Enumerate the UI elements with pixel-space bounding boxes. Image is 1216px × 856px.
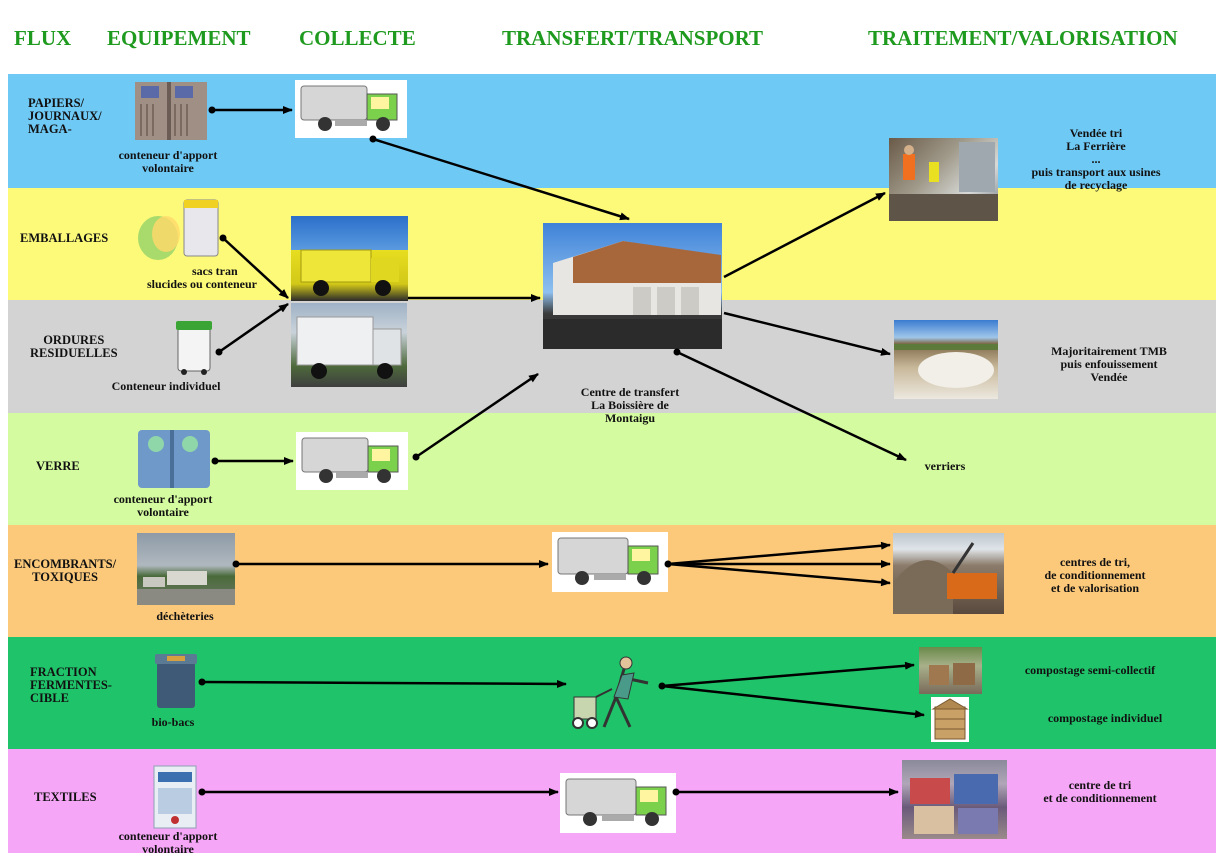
- arrow-fraction-to-semi-collectif: [661, 661, 915, 688]
- flux-label-verre: VERRE: [36, 459, 80, 473]
- sorting-centre-photo: [889, 138, 998, 221]
- header-collecte: COLLECTE: [299, 26, 416, 50]
- traitement-compost-semi-collectif: compostage semi-collectif: [1024, 663, 1156, 677]
- band-papiers: [8, 74, 1216, 188]
- arrow-fraction-to-individuel: [661, 684, 925, 718]
- white-truck-photo: [291, 303, 407, 387]
- flux-label-emballages: EMBALLAGES: [20, 231, 109, 245]
- collection-truck-icon-verre: [296, 432, 408, 490]
- landfill-photo: [894, 320, 998, 399]
- semi-collective-compost-photo: [919, 647, 982, 694]
- arrow-centre-to-verriers: [676, 350, 907, 462]
- recovery-plant-photo: [893, 533, 1004, 614]
- person-trolley-icon: [564, 653, 658, 731]
- band-fraction: [8, 637, 1216, 749]
- collection-truck-icon-encombrants: [552, 532, 668, 592]
- individual-bin-image: [172, 317, 216, 375]
- individual-composter-image: [931, 697, 969, 742]
- arrow-ordures-to-truck: [218, 302, 289, 354]
- arrow-centre-to-landfill: [723, 311, 891, 356]
- recycling-bags-bin-image: [136, 196, 226, 262]
- flux-label-textiles: TEXTILES: [34, 790, 97, 804]
- arrow-emballages-to-truck: [222, 237, 289, 299]
- traitement-compost-individuel: compostage individuel: [1047, 711, 1163, 725]
- arrow-encombrants-truck-to-plant-1: [667, 541, 891, 566]
- caption-dechetteries: déchèteries: [156, 609, 214, 623]
- apport-container-papiers-image: [131, 78, 211, 142]
- flux-label-papiers: PAPIERS/JOURNAUX/MAGA-: [28, 96, 102, 136]
- traitement-verre: verriers: [924, 459, 966, 473]
- collection-truck-icon-papiers: [295, 80, 407, 138]
- transfer-centre-photo: [543, 223, 722, 349]
- header-traitement-valorisation: TRAITEMENT/VALORISATION: [868, 26, 1178, 50]
- arrow-encombrants-truck-to-plant-3: [667, 562, 891, 587]
- textile-bales-photo: [902, 760, 1007, 839]
- bio-bin-image: [151, 650, 201, 712]
- dechetterie-photo: [137, 533, 235, 605]
- caption-bio-bacs: bio-bacs: [151, 715, 195, 729]
- header-flux: FLUX: [14, 26, 72, 50]
- apport-container-verre-image: [134, 424, 214, 490]
- collection-truck-icon-textiles: [560, 773, 676, 833]
- arrow-verre-truck-to-centre: [415, 372, 539, 459]
- header-equipement: EQUIPEMENT: [107, 26, 251, 50]
- textile-container-image: [150, 762, 200, 832]
- header-transfert-transport: TRANSFERT/TRANSPORT: [502, 26, 764, 50]
- flux-label-encombrants: ENCOMBRANTS/TOXIQUES: [14, 557, 117, 584]
- arrow-fraction-to-person: [201, 679, 567, 688]
- yellow-truck-photo: [291, 216, 408, 301]
- arrow-centre-to-sorting: [723, 191, 886, 279]
- caption-ordures-container: Conteneur individuel: [111, 379, 221, 393]
- arrow-papiers-truck-to-centre: [372, 137, 630, 221]
